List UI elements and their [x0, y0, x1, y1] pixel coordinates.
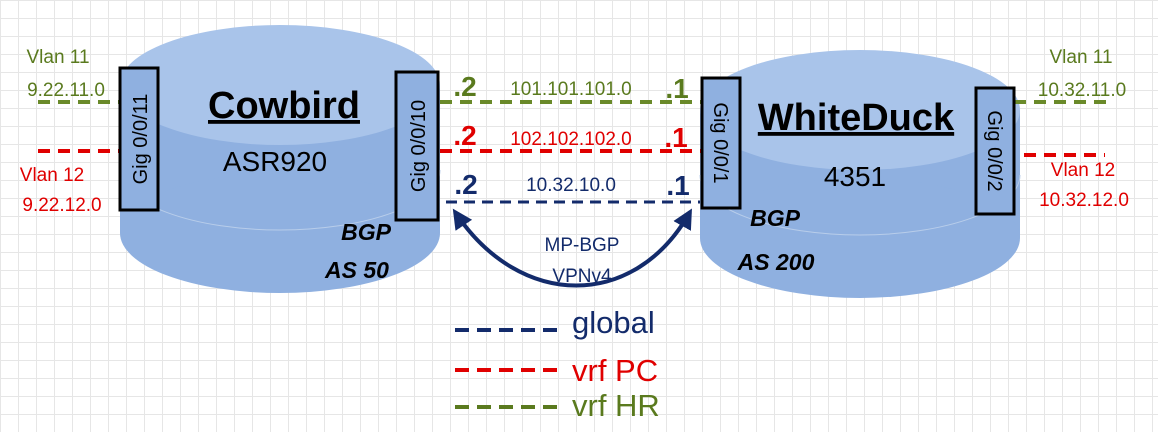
global-subnet: 10.32.10.0 — [526, 175, 616, 196]
global-left-host: .2 — [454, 169, 477, 200]
legend-vrf-hr-label: vrf HR — [572, 388, 660, 423]
pc-subnet: 102.102.102.0 — [510, 129, 632, 150]
interface-box-gig001 — [700, 76, 742, 210]
right-vlan12-subnet: 10.32.12.0 — [1039, 190, 1129, 211]
interface-box-gig0011 — [118, 66, 160, 212]
legend-vrf-pc-label: vrf PC — [572, 353, 658, 388]
right-vlan11-subnet: 10.32.11.0 — [1038, 80, 1126, 101]
hr-right-host: .1 — [665, 73, 688, 104]
router-name-whiteduck: WhiteDuck — [758, 97, 955, 139]
interface-box-gig0010 — [394, 70, 440, 222]
left-vlan12-label: Vlan 12 — [20, 165, 84, 186]
router-name-cowbird: Cowbird — [208, 85, 360, 127]
bgp-label-cowbird: BGP — [341, 219, 392, 245]
left-vlan11-label: Vlan 11 — [26, 47, 89, 68]
session-label-line2: VPNv4 — [552, 266, 612, 287]
interface-label-left-left: Gig 0/0/11 — [130, 94, 152, 185]
pc-right-host: .1 — [664, 122, 687, 153]
global-right-host: .1 — [666, 170, 689, 201]
hr-subnet: 101.101.101.0 — [510, 79, 632, 100]
mpbgp-session-arrow — [452, 208, 692, 288]
router-cowbird — [119, 25, 441, 293]
pc-left-host: .2 — [453, 120, 476, 151]
bgp-label-whiteduck: BGP — [750, 205, 801, 231]
interface-label-right-left: Gig 0/0/1 — [709, 102, 731, 183]
as-label-cowbird: AS 50 — [324, 257, 389, 283]
left-vlan12-subnet: 9.22.12.0 — [22, 195, 101, 216]
router-whiteduck — [699, 50, 1021, 298]
hr-left-host: .2 — [453, 71, 476, 102]
interface-label-right-right: Gig 0/0/2 — [983, 110, 1005, 191]
right-vlan12-label: Vlan 12 — [1051, 160, 1115, 181]
interface-label-left-right: Gig 0/0/10 — [408, 100, 430, 192]
left-vlan11-subnet: 9.22.11.0 — [27, 80, 105, 101]
interface-box-gig002 — [974, 86, 1016, 216]
router-model-cowbird: ASR920 — [223, 146, 327, 177]
session-label-line1: MP-BGP — [545, 235, 620, 256]
legend: global vrf PC vrf HR — [455, 305, 660, 423]
router-model-whiteduck: 4351 — [824, 161, 886, 192]
right-vlan11-label: Vlan 11 — [1049, 47, 1112, 68]
legend-global-label: global — [572, 305, 655, 340]
as-label-whiteduck: AS 200 — [737, 249, 815, 275]
